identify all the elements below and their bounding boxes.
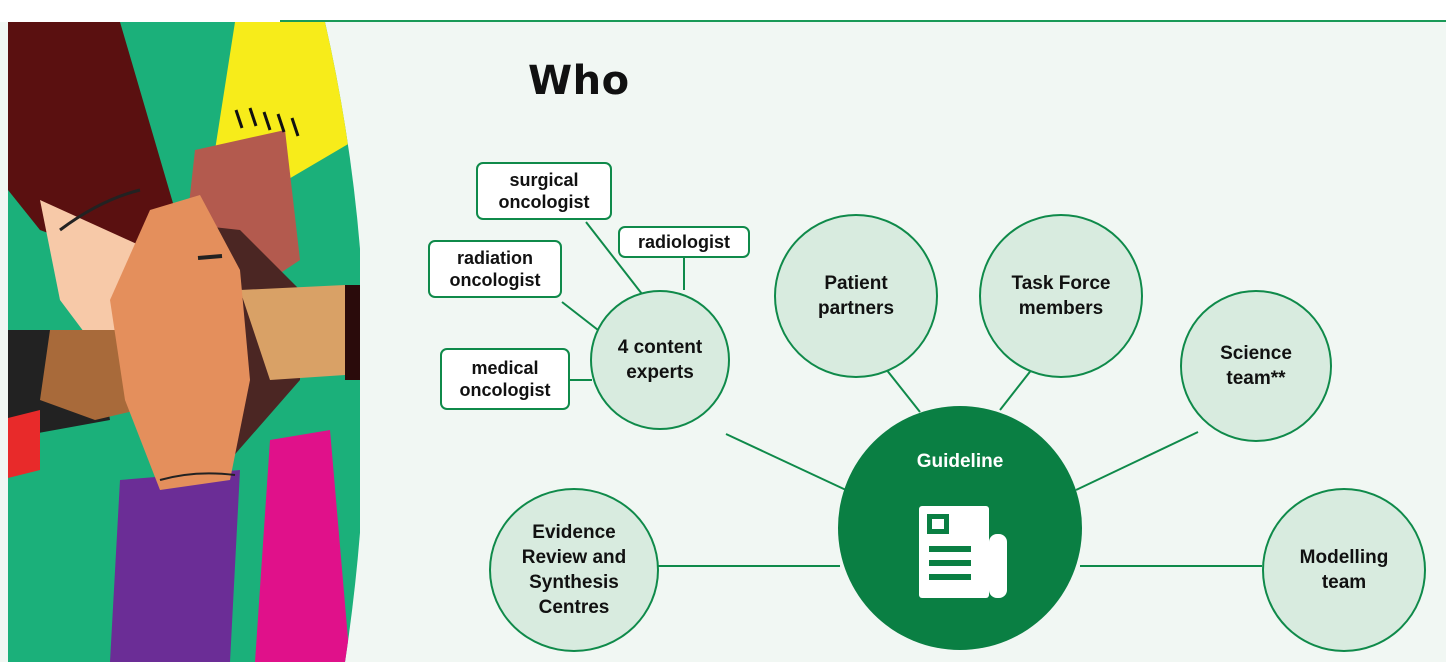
medical-oncologist-label: medical oncologist [459, 358, 551, 400]
surgical-oncologist-label: surgical oncologist [498, 170, 590, 212]
science-team-node: Science team** [1180, 290, 1332, 442]
hands-illustration [8, 22, 360, 662]
content-experts-node: 4 content experts [590, 290, 730, 430]
radiologist-label: radiologist [637, 232, 730, 252]
radiologist-tag: radiologist [618, 226, 750, 258]
content-experts-label: 4 content experts [617, 337, 703, 383]
radiation-oncologist-label: radiation oncologist [449, 248, 541, 290]
guideline-hub: Guideline [838, 406, 1082, 650]
modelling-team-label: Modelling team [1299, 547, 1389, 593]
evidence-review-label: Evidence Review and Synthesis Centres [521, 522, 627, 618]
page-title: Who [528, 58, 630, 104]
radiation-oncologist-tag: radiation oncologist [428, 240, 562, 298]
guideline-label: Guideline [916, 451, 1004, 472]
medical-oncologist-tag: medical oncologist [440, 348, 570, 410]
patient-partners-label: Patient partners [817, 273, 895, 319]
document-icon [919, 506, 1007, 598]
patient-partners-node: Patient partners [774, 214, 938, 378]
task-force-node: Task Force members [979, 214, 1143, 378]
task-force-label: Task Force members [1011, 273, 1111, 319]
evidence-review-node: Evidence Review and Synthesis Centres [489, 488, 659, 652]
modelling-team-node: Modelling team [1262, 488, 1426, 652]
science-team-label: Science team** [1220, 343, 1292, 389]
top-divider [280, 20, 1446, 22]
surgical-oncologist-tag: surgical oncologist [476, 162, 612, 220]
